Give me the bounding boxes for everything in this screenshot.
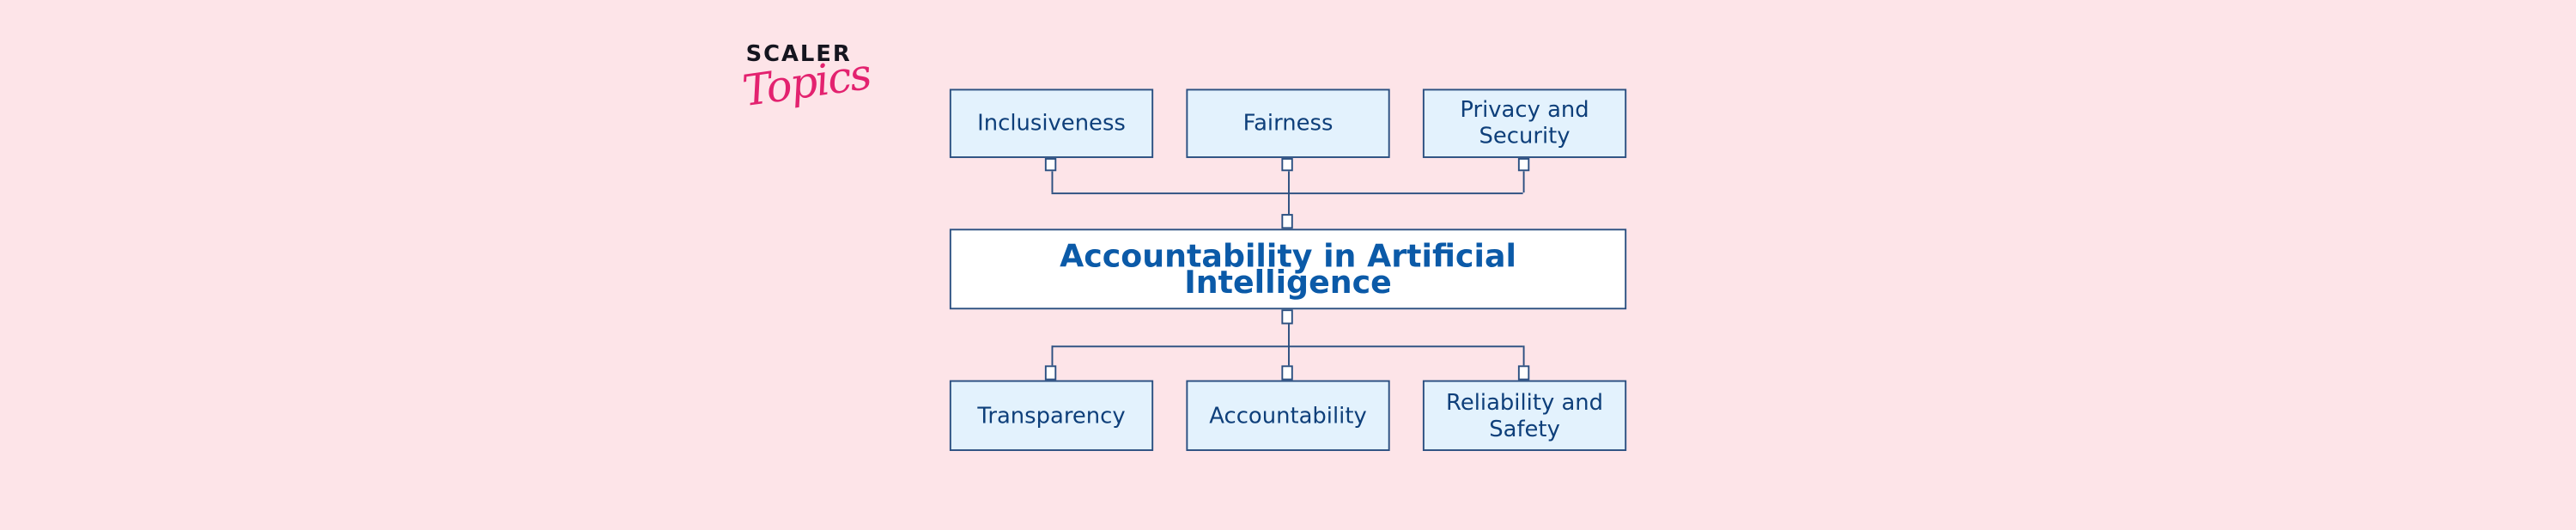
connector-line <box>1051 345 1054 368</box>
node-reliability-safety: Reliability and Safety <box>1422 380 1627 452</box>
connector-line <box>1522 345 1525 368</box>
connector-port <box>1281 157 1293 172</box>
connector-line <box>1522 171 1525 193</box>
node-transparency: Transparency <box>949 380 1154 452</box>
center-node-title: Accountability in Artificial Intelligenc… <box>949 228 1627 310</box>
connector-line <box>1051 171 1054 193</box>
logo-brand: SCALER <box>745 40 852 68</box>
connector-port <box>1517 157 1530 172</box>
node-fairness: Fairness <box>1186 88 1390 158</box>
connector-port <box>1281 309 1293 325</box>
node-inclusiveness: Inclusiveness <box>949 88 1154 158</box>
connector-line <box>1051 192 1523 195</box>
connector-port <box>1044 365 1057 381</box>
connector-port <box>1281 365 1293 381</box>
connector-line <box>1051 345 1523 348</box>
connector-port <box>1044 157 1057 172</box>
connector-port <box>1517 365 1530 381</box>
node-accountability: Accountability <box>1186 380 1390 452</box>
connector-port <box>1281 214 1293 229</box>
node-privacy-security: Privacy and Security <box>1422 88 1627 158</box>
